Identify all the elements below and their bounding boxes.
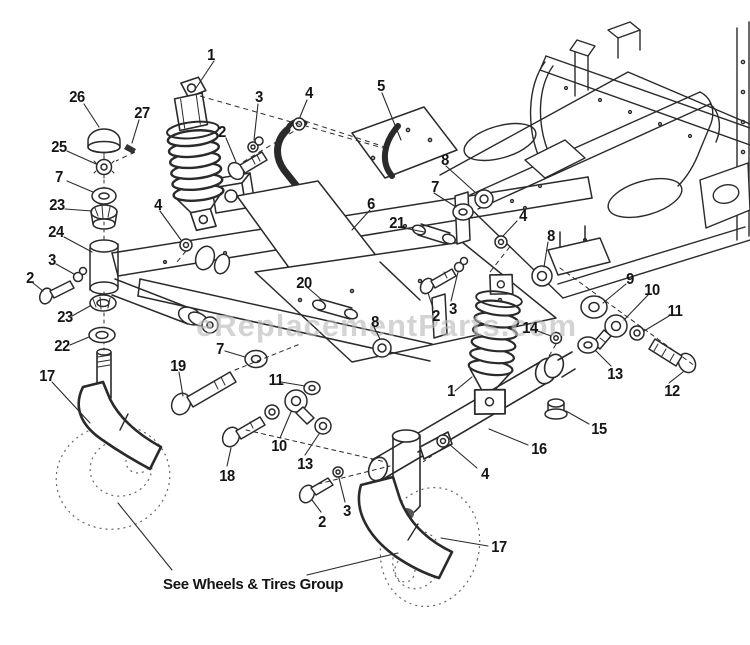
leader-lines (32, 60, 684, 576)
note-text: See Wheels & Tires Group (163, 576, 343, 593)
lower-shock-absorber (467, 273, 523, 415)
right-caster-assembly (357, 475, 454, 580)
left-parts-column (87, 128, 136, 351)
upper-shock-absorber (166, 76, 225, 232)
construction-lines (115, 95, 557, 359)
hardware (38, 117, 697, 504)
cotter-pin (124, 144, 136, 154)
deck-frame (439, 21, 750, 299)
left-caster-assembly (77, 348, 163, 471)
watermark-text: eReplacementParts.com (196, 308, 577, 343)
